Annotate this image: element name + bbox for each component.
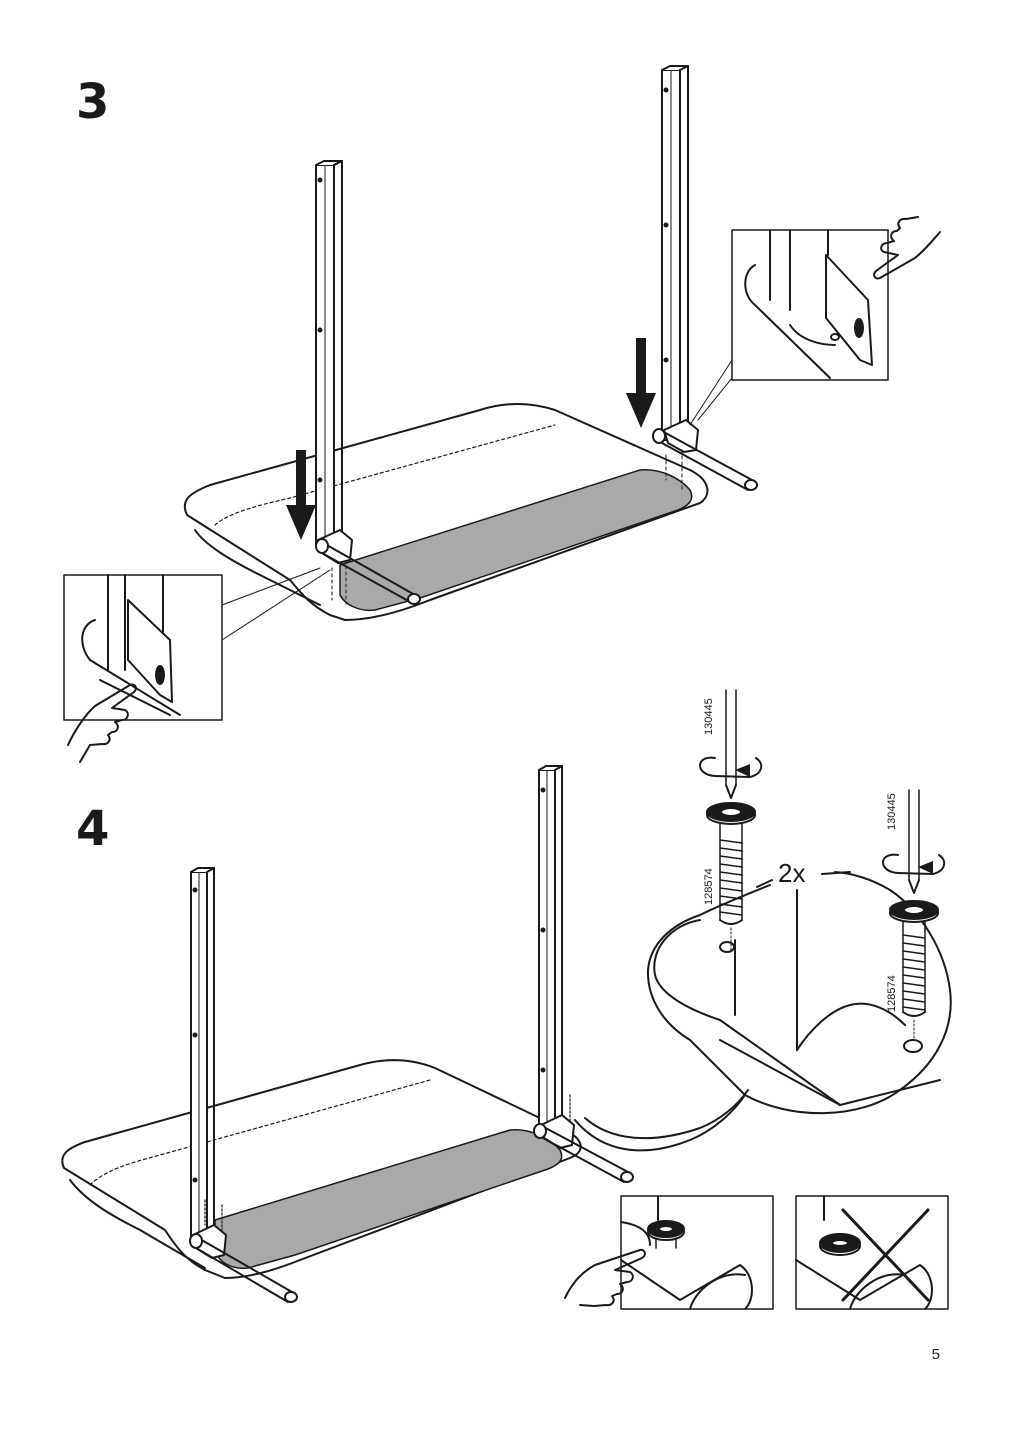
step-number-4: 4 [76, 801, 110, 857]
screw-part-label: 128574 [703, 868, 715, 905]
pointing-hand-icon [873, 216, 941, 280]
quantity-label: 2x [778, 858, 805, 888]
page-number: 5 [931, 1346, 940, 1363]
pointing-hand-icon [564, 1248, 646, 1307]
screw-icon [889, 900, 939, 1041]
step3-detail-right [689, 229, 889, 426]
down-arrow-icon [286, 338, 656, 540]
pointing-hand-icon [67, 683, 137, 763]
step3-detail-left [63, 567, 331, 721]
tool-part-label: 130445 [703, 698, 715, 735]
step4-left-leg [189, 867, 298, 1303]
step3-board [183, 403, 709, 621]
correct-detail-box [620, 1195, 774, 1310]
screw-part-label: 128574 [886, 975, 898, 1012]
tool-part-label: 130445 [886, 793, 898, 830]
rotate-arrow-icon [699, 756, 946, 875]
step4-right-leg [533, 765, 634, 1183]
step4-board [61, 1059, 582, 1279]
hex-key-icon [725, 689, 920, 894]
step4-callout [574, 871, 952, 1152]
step3-right-leg [652, 65, 758, 491]
step3-left-leg [315, 160, 421, 605]
screw-icon [706, 802, 756, 951]
step-number-3: 3 [76, 74, 110, 130]
cross-mark-icon [841, 1208, 930, 1302]
